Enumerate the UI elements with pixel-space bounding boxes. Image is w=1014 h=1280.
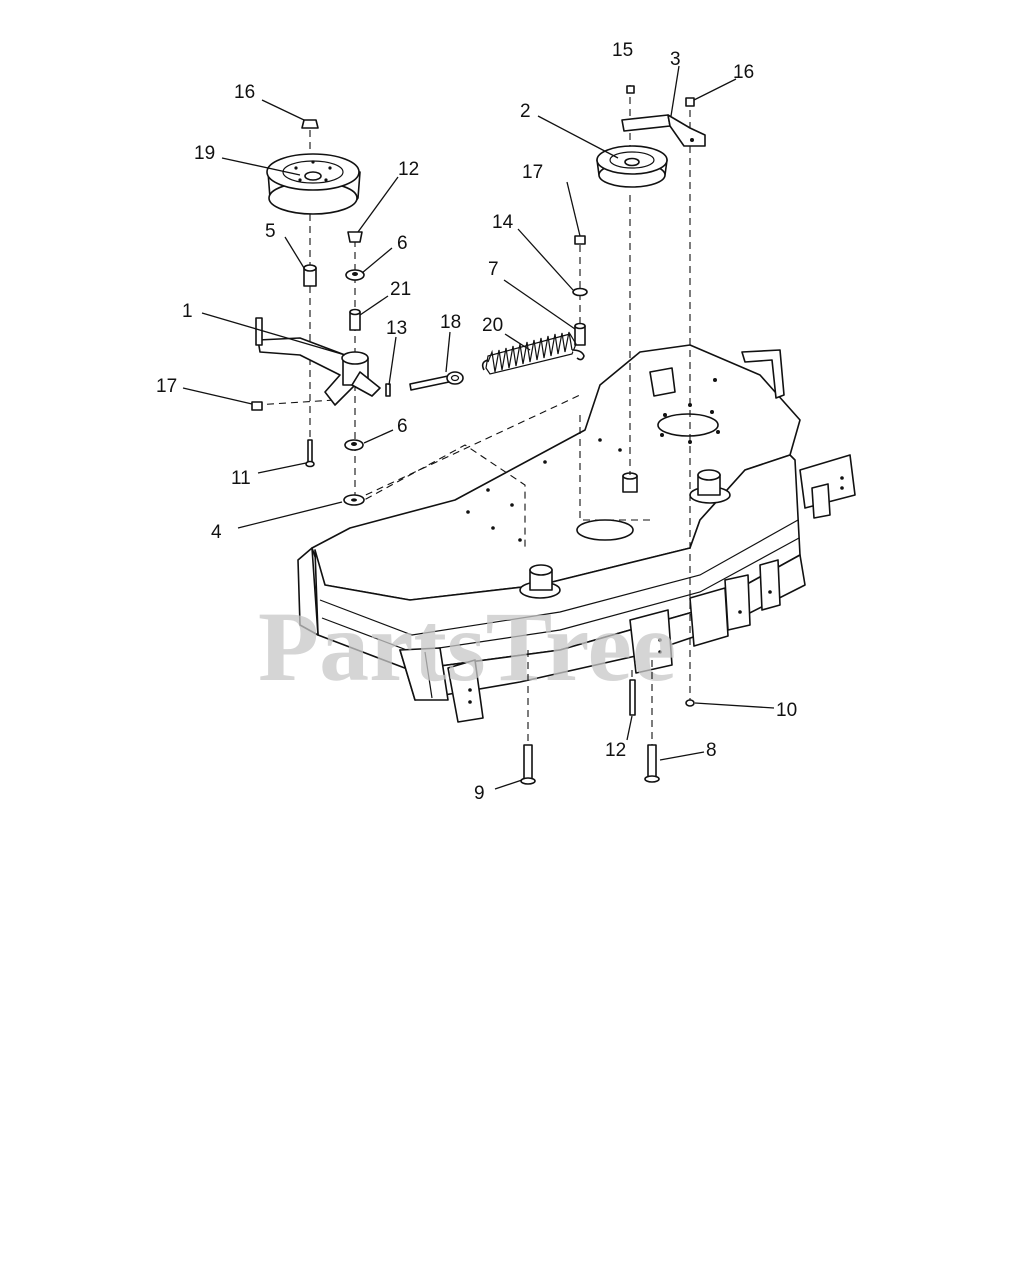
callout-16: 15 [612,40,633,61]
callout-2: 2 [520,101,531,122]
callout-4: 4 [211,522,222,543]
callout-20: 20 [482,315,503,336]
callout-7: 7 [488,259,499,280]
callout-11: 11 [231,468,251,489]
callout-10: 10 [776,700,797,721]
callout-16: 16 [733,62,754,83]
tension-spring [481,331,585,375]
flat-pulley [596,145,668,188]
idler-pulley [266,153,361,215]
callout-1: 1 [182,301,193,322]
callout-13: 14 [492,212,514,233]
callout-6: 6 [397,233,408,254]
callout-3: 3 [670,49,681,70]
callout-12: 12 [605,740,626,761]
hardware [251,85,695,785]
callout-8: 8 [706,740,717,761]
callout-17: 17 [522,162,543,183]
callout-17: 16 [234,82,255,103]
callout-19: 19 [194,143,215,164]
callout-21: 21 [390,279,411,300]
callout-18: 18 [440,312,461,333]
bracket [621,114,706,147]
callout-5: 5 [265,221,276,242]
callout-14: 12 [398,159,419,180]
callout-6: 6 [397,416,408,437]
mower-deck [297,344,856,723]
callout-15: 13 [386,318,407,339]
callout-17: 17 [156,376,177,397]
assembly-lines [254,85,691,745]
callout-labels: 16 19 12 5 6 21 1 18 20 13 17 6 11 4 15 … [156,40,797,804]
idler-arm [255,317,381,406]
leader-lines [182,65,775,790]
watermark-text: PartsTree [258,591,676,702]
callout-9: 9 [474,783,485,804]
